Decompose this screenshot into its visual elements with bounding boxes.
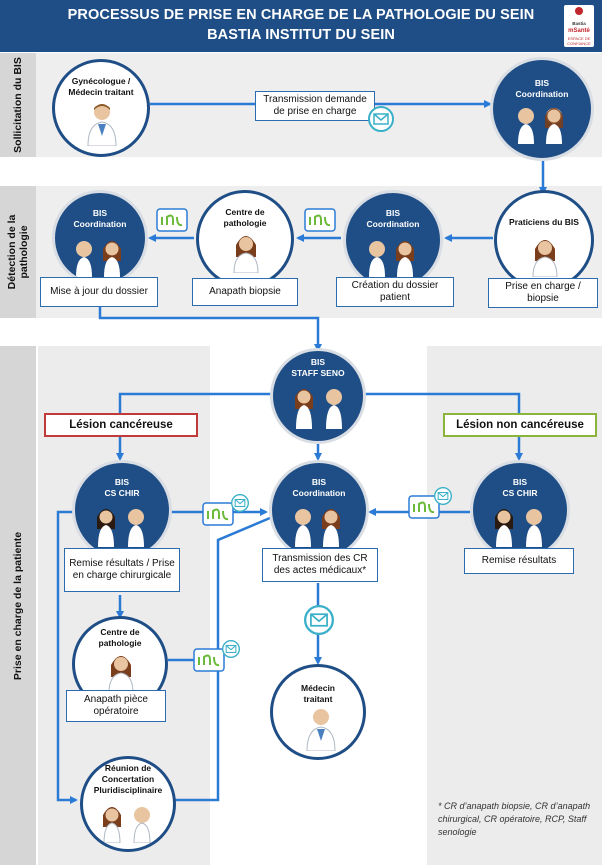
secure-mail-icon xyxy=(222,640,240,658)
doctors-group-icon xyxy=(103,807,151,843)
lesion-cancereuse-tag: Lésion cancéreuse xyxy=(44,413,198,437)
ino-messaging-icon xyxy=(202,502,234,526)
node-bis-coordination-creation[interactable]: BIS Coordination xyxy=(343,190,443,290)
node-bis-staff-seno[interactable]: BIS STAFF SENO xyxy=(270,348,366,444)
node-gynecologue[interactable]: Gynécologue / Médecin traitant xyxy=(52,59,150,157)
doctors-pair-icon xyxy=(76,241,121,277)
secure-mail-icon xyxy=(434,487,452,505)
node-rcp[interactable]: Réunion de Concertation Pluridisciplinai… xyxy=(80,756,176,852)
creation-dossier-box: Création du dossier patient xyxy=(336,277,454,307)
male-doctor-icon xyxy=(306,709,336,751)
prise-en-charge-biopsie-box: Prise en charge / biopsie xyxy=(488,278,598,308)
arrow-patho-to-coord xyxy=(168,516,271,662)
section-label-sollicitation: Sollicitation du BIS xyxy=(0,53,36,157)
anapath-biopsie-box: Anapath biopsie xyxy=(192,278,298,306)
node-medecin-traitant[interactable]: Médecin traitant xyxy=(270,664,366,760)
remise-resultats-prise-en-charge-box: Remise résultats / Prise en charge chiru… xyxy=(64,548,180,592)
page-subtitle: BASTIA INSTITUT DU SEIN xyxy=(207,27,395,43)
node-bis-coordination-maj[interactable]: BIS Coordination xyxy=(52,190,148,286)
logo-mark-icon xyxy=(575,7,583,15)
transmission-cr-box: Transmission des CR des actes médicaux* xyxy=(262,548,378,582)
lesion-non-cancereuse-tag: Lésion non cancéreuse xyxy=(443,413,597,437)
doctors-pair-icon xyxy=(369,241,414,277)
ino-messaging-icon xyxy=(304,208,336,232)
ino-messaging-icon xyxy=(408,495,440,519)
secure-mail-icon xyxy=(368,106,394,132)
female-pathologist-icon xyxy=(233,236,259,273)
node-bis-cs-chir-left[interactable]: BIS CS CHIR xyxy=(72,460,172,560)
arrow-maj-to-staff xyxy=(98,306,322,352)
arrow-staff-to-cschir-right xyxy=(364,392,523,461)
male-doctor-icon xyxy=(87,104,117,146)
arrow-staff-to-cschir-left xyxy=(116,392,274,461)
node-bis-coordination-center[interactable]: BIS Coordination xyxy=(269,460,369,560)
ino-messaging-icon xyxy=(156,208,188,232)
node-praticiens-bis[interactable]: Praticiens du BIS xyxy=(494,190,594,290)
female-pathologist-icon xyxy=(108,656,134,693)
secure-mail-icon xyxy=(231,494,249,512)
arrow-rcp-to-coord xyxy=(168,660,220,802)
node-bis-coordination-top[interactable]: BIS Coordination xyxy=(490,57,594,161)
page-header: PROCESSUS DE PRISE EN CHARGE DE LA PATHO… xyxy=(0,0,602,52)
doctors-pair-icon xyxy=(97,509,144,547)
mssante-logo: Bastia mSanté ESPACE DE CONFIANCE xyxy=(564,5,594,47)
anapath-piece-box: Anapath pièce opératoire xyxy=(66,690,166,722)
footnote: * CR d’anapath biopsie, CR d’anapath chi… xyxy=(438,801,591,837)
secure-mail-icon xyxy=(304,605,334,635)
remise-resultats-box: Remise résultats xyxy=(464,548,574,574)
arrow-cschir-to-rcp xyxy=(56,510,78,804)
doctors-pair-icon xyxy=(518,108,563,144)
node-bis-cs-chir-right[interactable]: BIS CS CHIR xyxy=(470,460,570,560)
page-title: PROCESSUS DE PRISE EN CHARGE DE LA PATHO… xyxy=(67,7,535,23)
node-centre-pathologie[interactable]: Centre de pathologie xyxy=(196,190,294,288)
doctors-pair-icon xyxy=(295,509,340,547)
female-doctor-icon xyxy=(532,240,558,277)
section-label-prise: Prise en charge de la patiente xyxy=(0,346,36,865)
ino-messaging-icon xyxy=(193,648,225,672)
doctors-pair-icon xyxy=(495,509,542,547)
doctors-pair-icon xyxy=(295,389,342,429)
mise-a-jour-dossier-box: Mise à jour du dossier xyxy=(40,277,158,307)
